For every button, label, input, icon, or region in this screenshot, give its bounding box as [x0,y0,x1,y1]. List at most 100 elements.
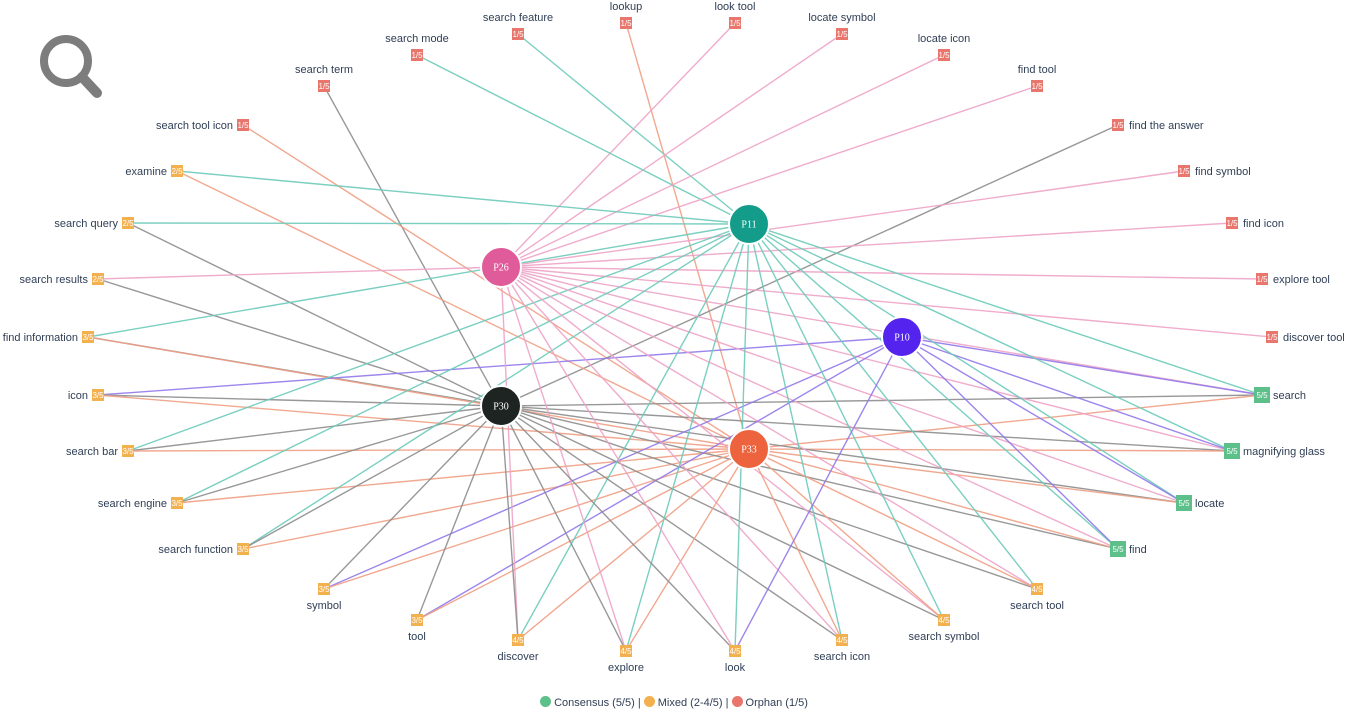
score-badge[interactable] [1226,217,1238,229]
score-badge[interactable] [237,119,249,131]
term-label: discover [498,651,539,663]
score-badge[interactable] [620,17,632,29]
score-badge-text: 5/5 [1178,499,1190,508]
score-badge[interactable] [318,80,330,92]
score-badge[interactable] [1112,119,1124,131]
score-badge[interactable] [1224,443,1240,459]
score-badge[interactable] [512,634,524,646]
edge-line [127,448,750,452]
participant-circle[interactable] [728,203,770,245]
score-badge[interactable] [122,445,134,457]
participant-node[interactable]: P10 [881,316,923,358]
participant-node[interactable]: P30 [480,385,522,427]
score-badge[interactable] [92,389,104,401]
score-badge[interactable] [1256,273,1268,285]
score-badge[interactable] [1266,331,1278,343]
score-badge[interactable] [411,614,423,626]
score-badge[interactable] [1254,387,1270,403]
participant-node[interactable]: P11 [728,203,770,245]
participant-node[interactable]: P33 [728,428,770,470]
participant-circle[interactable] [480,385,522,427]
score-badge[interactable] [729,17,741,29]
score-badge[interactable] [729,645,741,657]
edge-line [748,448,1233,452]
score-badge[interactable] [1031,583,1043,595]
edge-line [625,448,750,652]
score-badge[interactable] [938,614,950,626]
edge-line [500,266,1185,504]
score-badge[interactable] [938,49,950,61]
participant-node[interactable]: P26 [480,246,522,288]
score-badge[interactable] [836,634,848,646]
edge-layer [87,22,1273,652]
score-badge[interactable] [237,543,249,555]
participant-circle[interactable] [881,316,923,358]
score-badge[interactable] [92,273,104,285]
term-label: search icon [814,651,870,663]
score-badge[interactable] [620,645,632,657]
score-badge[interactable] [1110,541,1126,557]
participant-circle[interactable] [728,428,770,470]
score-badge-text: 1/5 [512,30,524,39]
score-badge[interactable] [836,28,848,40]
edge-line [500,170,1185,268]
edge-line [500,405,519,641]
participant-label: P10 [894,333,910,344]
edge-line [748,223,1038,590]
term-label: look tool [715,1,756,13]
mixed-legend-item: Mixed (2-4/5) [643,696,723,709]
edge-line [625,223,750,652]
score-badge[interactable] [1178,165,1190,177]
score-badge[interactable] [1031,80,1043,92]
score-badge[interactable] [171,165,183,177]
edge-line [748,448,1185,504]
edge-line [901,336,1119,550]
edge-line [625,22,750,450]
score-badge[interactable] [1176,495,1192,511]
score-badge[interactable] [171,497,183,509]
score-badge-text: 3/5 [92,391,104,400]
score-badge[interactable] [82,331,94,343]
score-badge[interactable] [318,583,330,595]
edge-line [97,336,903,396]
score-badge[interactable] [512,28,524,40]
participant-circle[interactable] [480,246,522,288]
edge-line [176,170,750,225]
score-badge[interactable] [411,49,423,61]
score-badge[interactable] [122,217,134,229]
